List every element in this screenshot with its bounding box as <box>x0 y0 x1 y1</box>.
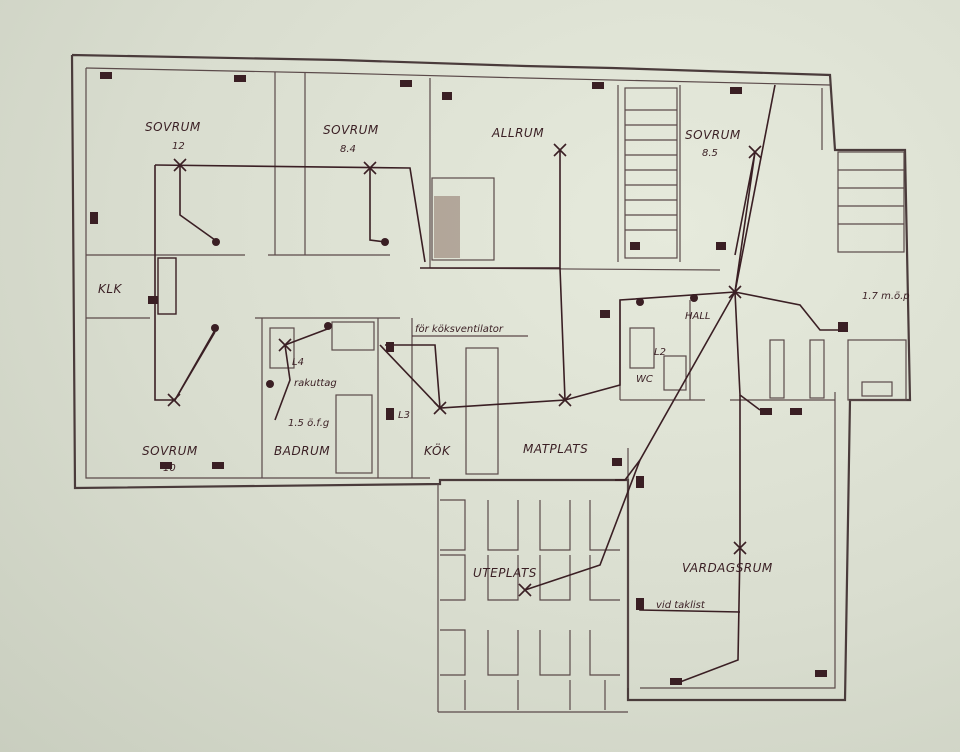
room-matplats: MATPLATS <box>523 442 588 456</box>
room-sovrum-10-number: 10 <box>163 463 176 474</box>
annotation-koksventilator: för köksventilator <box>415 324 504 335</box>
room-sovrum-8-5-name: SOVRUM <box>685 128 741 142</box>
electrical-wiring <box>154 84 845 683</box>
annotation-l2: L2 <box>654 347 666 358</box>
annotation-l3: L3 <box>398 410 410 421</box>
room-sovrum-8-4-name: SOVRUM <box>323 123 379 137</box>
ceiling-lights <box>167 143 762 597</box>
room-badrum: BADRUM <box>274 444 330 458</box>
outlets <box>90 72 848 685</box>
room-sovrum-8-4-number: 8.4 <box>340 144 356 155</box>
room-sovrum-12-name: SOVRUM <box>145 120 201 134</box>
annotation-ofg: 1.5 ö.f.g <box>288 418 329 429</box>
room-sovrum-8-5-number: 8.5 <box>702 148 718 159</box>
annotation-rakuttag: rakuttag <box>294 378 337 389</box>
room-vardagsrum: VARDAGSRUM <box>682 561 773 575</box>
annotation-map: 1.7 m.ö.p <box>862 291 910 302</box>
room-hall: HALL <box>685 311 711 322</box>
uteplats-patio <box>437 484 628 713</box>
annotation-taklist: vid taklist <box>656 600 706 611</box>
room-klk: KLK <box>98 282 123 296</box>
room-allrum: ALLRUM <box>491 126 544 140</box>
room-sovrum-12-number: 12 <box>172 141 185 152</box>
room-sovrum-10-name: SOVRUM <box>142 444 198 458</box>
interior-walls <box>86 72 907 688</box>
annotation-l4: L4 <box>292 357 304 368</box>
room-uteplats: UTEPLATS <box>473 566 537 580</box>
room-wc: WC <box>636 374 653 385</box>
room-kok: KÖK <box>424 442 451 458</box>
